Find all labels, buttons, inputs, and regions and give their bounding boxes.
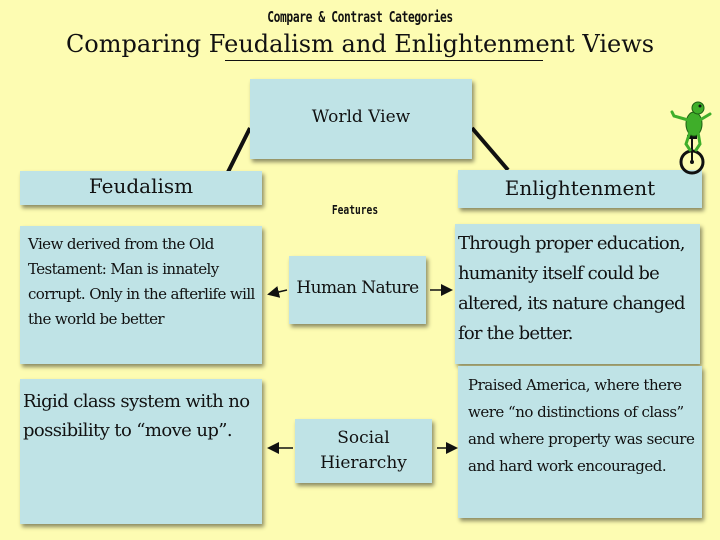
social-hierarchy-label: Social Hierarchy <box>320 428 407 473</box>
connector-root-to-enlightenment <box>470 126 510 172</box>
feudalism-social-hierarchy-box: Rigid class system with no possibility t… <box>20 379 262 524</box>
slide-subtitle: Compare & Contrast Categories <box>267 8 453 26</box>
feudalism-heading: Feudalism <box>88 174 194 198</box>
slide-title: Comparing Feudalism and Enlightenment Vi… <box>65 30 655 58</box>
world-view-label: World View <box>311 107 411 127</box>
feudalism-heading-box: Feudalism <box>20 171 262 205</box>
human-nature-box: Human Nature <box>289 256 426 324</box>
human-nature-label: Human Nature <box>296 278 419 298</box>
feudalism-human-nature-box: View derived from the Old Testament: Man… <box>20 226 262 364</box>
enlightenment-social-hierarchy-text: Praised America, where there were “no di… <box>468 376 695 475</box>
features-label: Features <box>331 203 379 217</box>
enlightenment-heading-box: Enlightenment <box>458 170 702 208</box>
enlightenment-human-nature-text: Through proper education, humanity itsel… <box>458 233 686 344</box>
frog-unicycle-icon <box>670 101 712 175</box>
enlightenment-human-nature-box: Through proper education, humanity itsel… <box>455 224 700 364</box>
feudalism-social-hierarchy-text: Rigid class system with no possibility t… <box>23 391 250 441</box>
feudalism-human-nature-text: View derived from the Old Testament: Man… <box>28 235 255 328</box>
title-underline <box>225 60 543 61</box>
arrow-human-nature-left <box>267 286 288 298</box>
enlightenment-social-hierarchy-box: Praised America, where there were “no di… <box>458 366 702 518</box>
social-hierarchy-box: Social Hierarchy <box>295 419 432 483</box>
world-view-box: World View <box>250 79 472 159</box>
connector-root-to-feudalism <box>226 127 252 173</box>
enlightenment-heading: Enlightenment <box>504 176 656 200</box>
